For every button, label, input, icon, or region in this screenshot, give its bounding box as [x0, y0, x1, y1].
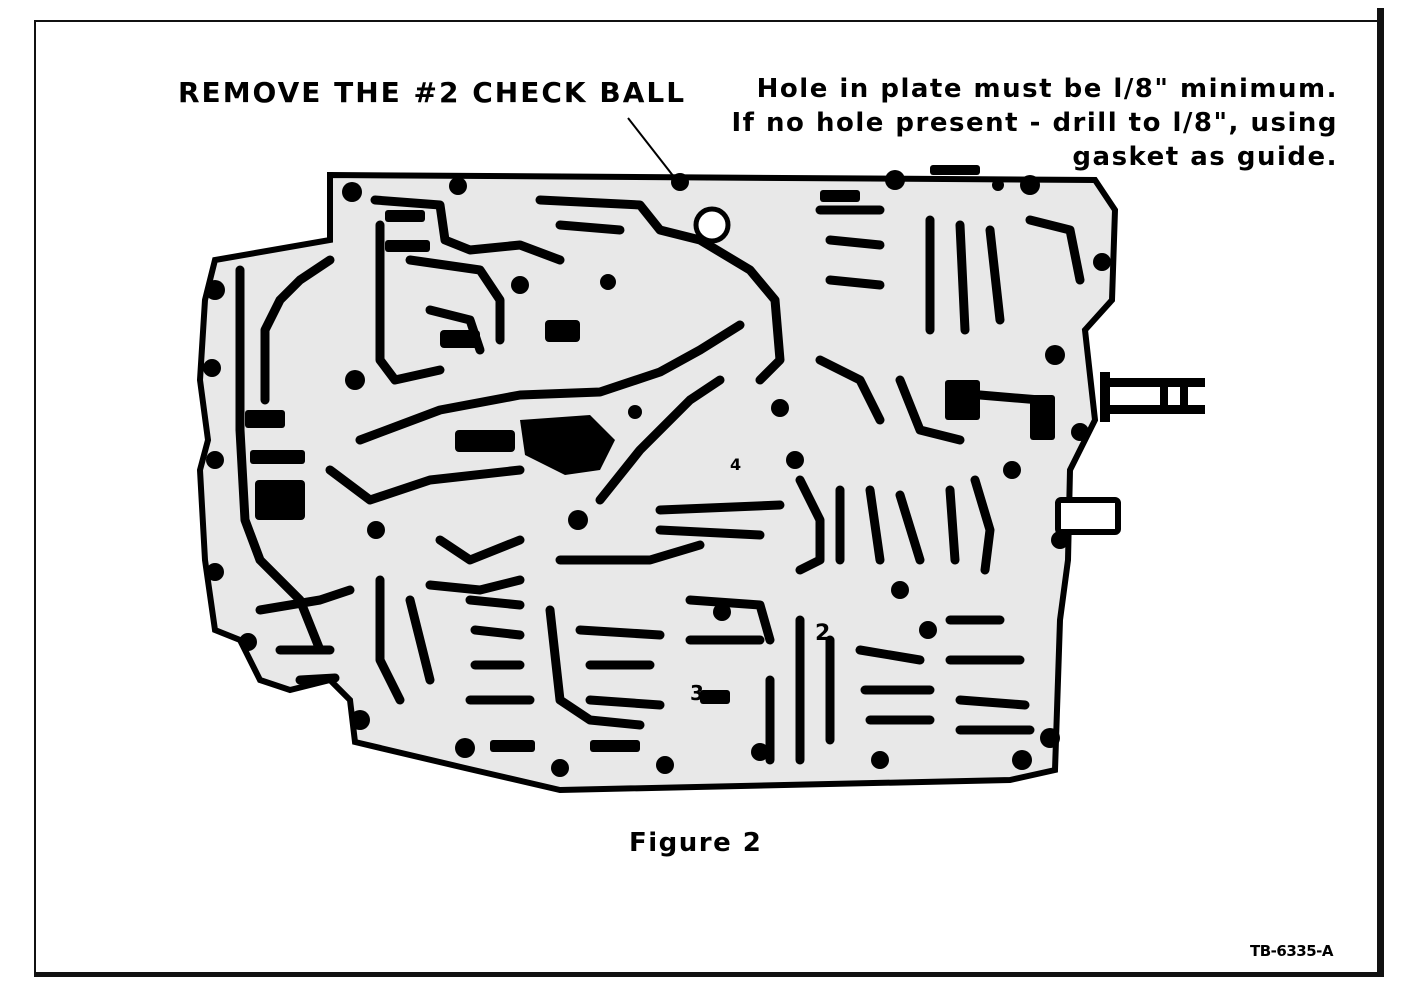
frame-shadow-right — [1377, 8, 1384, 976]
check-ball-callout: REMOVE THE #2 CHECK BALL — [178, 76, 687, 109]
frame-shadow-bottom — [34, 972, 1384, 977]
side-tube-stubs — [1055, 372, 1205, 535]
hole-note-line-1: Hole in plate must be l/8" minimum. — [756, 74, 1338, 104]
plate-marker-b: 2 — [815, 621, 830, 646]
hole-note-callout: Hole in plate must be l/8" minimum. If n… — [732, 72, 1339, 174]
plate-marker-c: 3 — [690, 681, 704, 705]
fluid-passages — [235, 195, 1085, 765]
hole-note-line-2: If no hole present - drill to l/8", usin… — [731, 108, 1338, 138]
passage-blocks — [245, 165, 1055, 752]
hole-note-line-3: gasket as guide. — [1072, 142, 1338, 172]
bolt-holes — [203, 170, 1111, 777]
figure-caption: Figure 2 — [629, 828, 763, 858]
check-ball-hole — [693, 206, 731, 244]
plate-marker-a: 4 — [730, 455, 741, 474]
reference-code: TB-6335-A — [1250, 942, 1333, 960]
